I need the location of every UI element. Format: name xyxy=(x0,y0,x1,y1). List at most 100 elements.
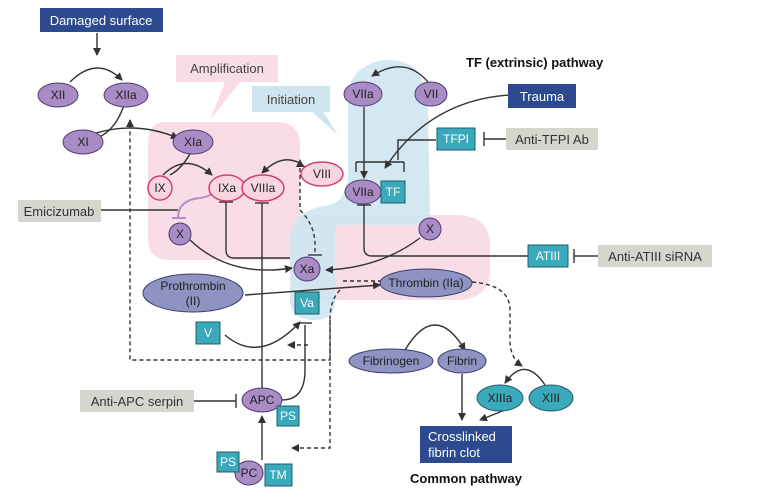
node-prothrombin xyxy=(142,273,244,313)
arrow-xiiia-to-clot xyxy=(479,409,506,422)
node-apc xyxy=(241,387,283,413)
node-xiiia-label: XIIIa xyxy=(488,391,513,405)
box-tm-label: TM xyxy=(269,468,286,482)
box-ps-apc-label: PS xyxy=(280,409,296,423)
arrow-fibrinogen-to-fibrin xyxy=(404,324,466,351)
arrow-prothrombin-to-thrombin xyxy=(244,281,381,296)
node-prothrombin-line1: Prothrombin xyxy=(160,279,225,293)
box-tm xyxy=(264,463,293,487)
arrow-x-to-xa xyxy=(189,239,293,274)
node-x-right-label: X xyxy=(426,222,434,236)
node-viiia xyxy=(241,174,285,202)
amplification-label-box xyxy=(176,55,278,82)
extrinsic-pathway-label: TF (extrinsic) pathway xyxy=(466,55,604,70)
ixa-bracket xyxy=(225,202,290,259)
node-thrombin-label: Thrombin (IIa) xyxy=(388,276,463,290)
amplification-callout xyxy=(210,82,240,120)
node-pc-label: PC xyxy=(241,466,258,480)
anti-tfpi-box xyxy=(506,128,598,150)
arrow-xright-to-xa xyxy=(325,237,421,274)
node-x-left-label: X xyxy=(176,227,184,241)
node-fibrin-label: Fibrin xyxy=(447,354,477,368)
node-x-right xyxy=(418,217,442,241)
node-fibrinogen-label: Fibrinogen xyxy=(363,354,420,368)
anti-atiii-box xyxy=(598,245,712,267)
node-ixa-label: IXa xyxy=(218,181,236,195)
box-atiii-label: ATIII xyxy=(536,249,560,263)
node-xa xyxy=(293,256,321,282)
box-tf-label: TF xyxy=(386,185,401,199)
common-pathway-label: Common pathway xyxy=(410,471,523,486)
dashed-feedback-xia xyxy=(126,119,341,361)
amplification-label: Amplification xyxy=(190,61,264,76)
node-xiiia xyxy=(476,384,524,412)
initiation-label-box xyxy=(252,86,330,112)
node-vii-label: VII xyxy=(424,87,439,101)
node-fibrin xyxy=(437,348,487,374)
box-va-label: Va xyxy=(300,296,314,310)
node-xiii-label: XIII xyxy=(542,391,560,405)
node-xiia-label: XIIa xyxy=(115,88,137,102)
box-tfpi xyxy=(436,127,476,151)
dashed-thrombin-to-tm xyxy=(291,320,331,452)
node-xia xyxy=(172,129,214,155)
node-xa-label: Xa xyxy=(300,262,315,276)
box-va xyxy=(294,291,320,315)
damaged-surface-box xyxy=(40,8,163,32)
node-xia-label: XIa xyxy=(184,135,202,149)
emicizumab-label: Emicizumab xyxy=(24,204,95,219)
node-thrombin xyxy=(379,268,473,298)
node-viia-top-label: VIIa xyxy=(352,87,374,101)
node-pc xyxy=(234,460,264,486)
anti-tfpi-label: Anti-TFPI Ab xyxy=(515,132,589,147)
node-viii-label: VIII xyxy=(313,167,331,181)
complex-bracket xyxy=(363,205,528,257)
box-tfpi-label: TFPI xyxy=(443,132,469,146)
node-xiii xyxy=(528,384,574,412)
tfpi-inhibits-complex xyxy=(397,139,436,160)
node-ix-label: IX xyxy=(154,181,165,195)
apc-inhibits-va xyxy=(281,325,306,401)
node-viia-complex-label: VIIa xyxy=(352,185,374,199)
trauma-label: Trauma xyxy=(520,89,565,104)
arrow-vii-to-viia xyxy=(371,66,429,83)
node-xii-label: XII xyxy=(51,88,66,102)
trauma-box xyxy=(508,84,576,108)
arrow-ix-to-ixa xyxy=(162,162,213,176)
anti-atiii-label: Anti-ATIII siRNA xyxy=(608,249,702,264)
node-vii xyxy=(414,81,448,107)
damaged-surface-label: Damaged surface xyxy=(50,13,153,28)
emicizumab-box xyxy=(18,200,101,222)
anti-apc-box xyxy=(80,390,194,412)
node-viia-top xyxy=(343,81,383,107)
node-xi xyxy=(62,129,104,155)
crosslinked-clot-line1: Crosslinked xyxy=(428,429,496,444)
arrow-trauma-to-tf xyxy=(384,94,511,169)
node-viiia-label: VIIIa xyxy=(251,181,276,195)
box-ps-pc-label: PS xyxy=(220,455,236,469)
box-v-label: V xyxy=(204,326,212,340)
box-atiii xyxy=(527,244,569,268)
arrow-xiii-to-xiiia xyxy=(504,368,546,386)
node-prothrombin-line2: (II) xyxy=(186,294,201,308)
node-xii xyxy=(37,82,79,108)
node-fibrinogen xyxy=(348,348,434,374)
arrow-v-to-va xyxy=(224,321,301,349)
box-ps-apc xyxy=(276,405,300,427)
initiation-label: Initiation xyxy=(267,92,315,107)
dashed-thrombin-to-xa xyxy=(299,209,316,252)
box-v xyxy=(195,321,221,345)
crosslinked-clot-line2: fibrin clot xyxy=(428,445,480,460)
node-viii xyxy=(300,161,344,187)
node-ix xyxy=(147,175,173,201)
box-tf xyxy=(380,180,406,204)
node-apc-label: APC xyxy=(250,393,275,407)
node-xiia xyxy=(103,82,149,108)
initiation-callout xyxy=(310,110,338,135)
crosslinked-clot-box xyxy=(420,426,512,463)
node-x-left xyxy=(168,222,192,246)
anti-apc-label: Anti-APC serpin xyxy=(91,394,183,409)
arrow-xii-to-xiia xyxy=(69,67,123,83)
node-xi-label: XI xyxy=(77,135,88,149)
